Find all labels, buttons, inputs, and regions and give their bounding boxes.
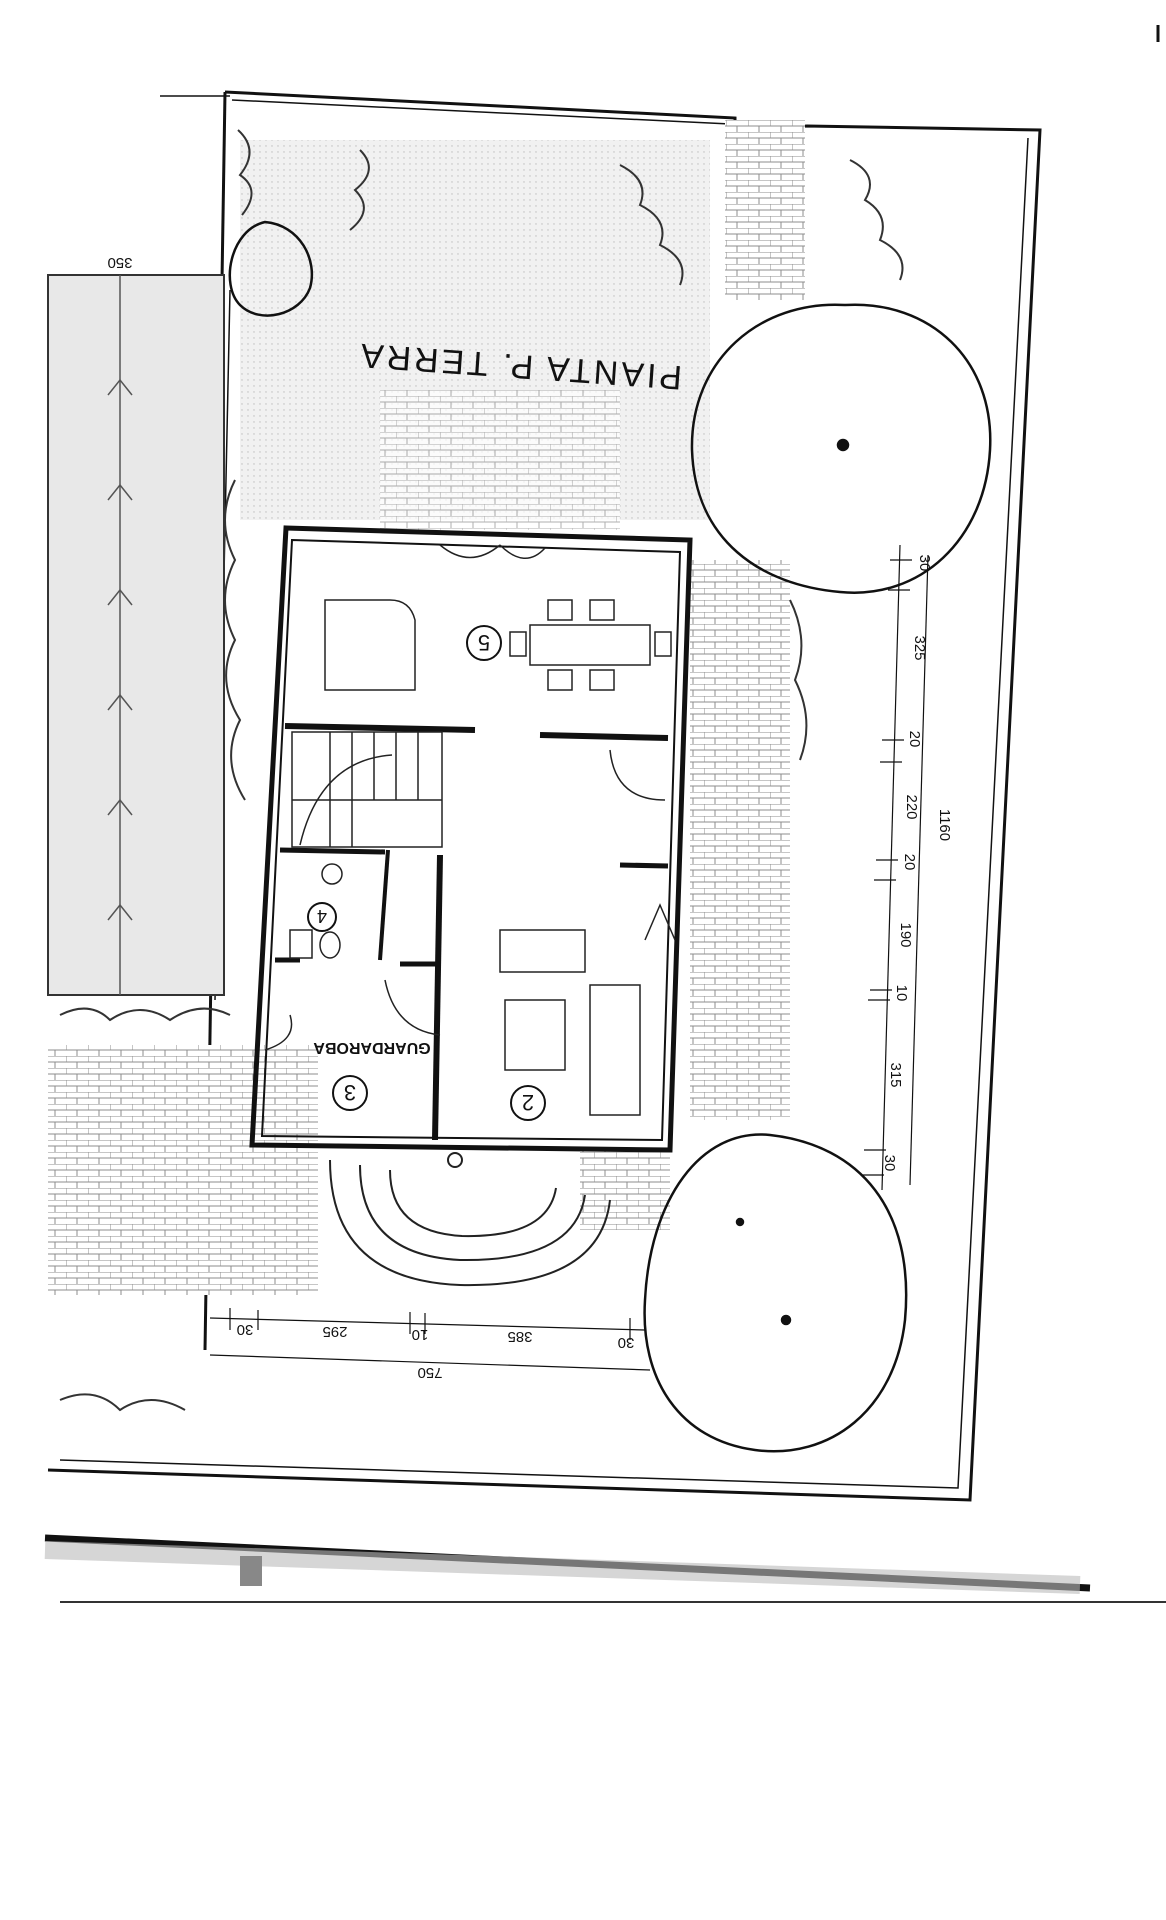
shrub-icon <box>59 1393 186 1412</box>
tree-icon <box>228 220 314 317</box>
dim-bottom-1: 30 <box>237 1321 254 1338</box>
sofa-icon <box>589 984 641 1116</box>
stair-icon <box>291 731 443 848</box>
dimension-left: 350 <box>107 254 132 271</box>
dim-right-8: 315 <box>887 1062 904 1087</box>
room-marker-5 <box>466 625 502 661</box>
table-icon <box>529 624 651 666</box>
entrance-steps <box>329 1152 611 1287</box>
room-number-3: 3 <box>344 1080 356 1105</box>
house-walls <box>249 525 693 1153</box>
dimension-labels-bottom: 30 295 10 385 30 750 <box>237 1321 635 1381</box>
tree-icon <box>643 1133 908 1453</box>
neighbour-building: 350 <box>47 254 225 996</box>
chair-icon <box>547 599 573 621</box>
room-numbers: 5 2 3 4 <box>317 630 534 1115</box>
dim-right-9: 30 <box>881 1155 898 1172</box>
chair-icon <box>509 631 527 657</box>
room-marker-4 <box>307 902 337 932</box>
doors <box>264 544 676 1051</box>
chair-icon <box>547 669 573 691</box>
shrub-icon <box>237 129 253 216</box>
room-number-2: 2 <box>522 1090 534 1115</box>
room-number-5: 5 <box>478 630 490 655</box>
dim-right-6: 190 <box>897 922 914 947</box>
room-marker-3 <box>332 1075 368 1111</box>
table-icon <box>504 999 566 1071</box>
dim-bottom-4: 385 <box>507 1328 532 1345</box>
shrubs <box>59 129 904 1412</box>
dimension-line-right <box>862 544 929 1191</box>
bathroom-fixtures <box>289 863 343 959</box>
chair-icon <box>589 599 615 621</box>
dim-right-2: 325 <box>911 635 928 660</box>
shrub-icon <box>224 479 246 801</box>
shrub-icon <box>789 599 808 761</box>
shrub-icon <box>349 149 370 231</box>
paving <box>48 120 805 1295</box>
chair-icon <box>654 631 672 657</box>
dim-bottom-total: 750 <box>417 1364 442 1381</box>
dining-set <box>324 599 672 691</box>
chair-icon <box>589 669 615 691</box>
tree-icon <box>690 303 992 594</box>
dim-right-1: 30 <box>916 555 933 572</box>
label-guardaroba: GUARDAROBA <box>313 1039 431 1056</box>
dim-right-5: 20 <box>901 854 918 871</box>
sofa-icon <box>499 929 586 973</box>
shrub-icon <box>59 1007 231 1022</box>
scan-bottom-band <box>44 1534 1166 1603</box>
room-markers <box>307 625 546 1121</box>
dimension-line-bottom <box>209 1308 651 1371</box>
dimension-labels-right: 30 325 20 220 20 190 10 315 30 1160 <box>881 555 953 1172</box>
trees <box>228 220 992 1453</box>
shrub-icon <box>849 159 904 281</box>
dim-bottom-5: 30 <box>618 1334 635 1351</box>
dim-right-total: 1160 <box>936 809 953 841</box>
dim-right-3: 20 <box>906 731 923 748</box>
room-number-4: 4 <box>317 906 327 926</box>
dim-right-4: 220 <box>903 794 920 819</box>
dim-bottom-3: 10 <box>412 1326 429 1343</box>
room-marker-2 <box>510 1085 546 1121</box>
shrub-icon <box>619 164 684 286</box>
living-room-furniture <box>499 929 641 1116</box>
dim-right-7: 10 <box>893 985 910 1002</box>
dim-bottom-2: 295 <box>322 1323 347 1340</box>
